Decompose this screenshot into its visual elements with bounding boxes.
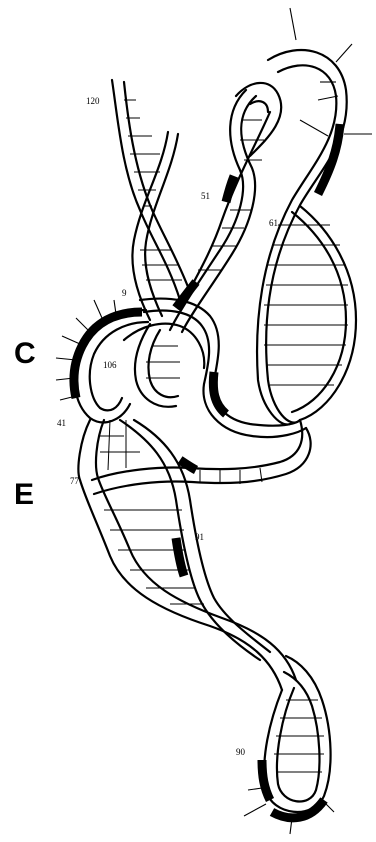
helix-91 — [78, 420, 310, 690]
helix-120 — [112, 80, 190, 320]
residue-label-61: 61 — [269, 218, 278, 228]
central-twist — [170, 83, 281, 332]
loop-C — [56, 300, 148, 422]
residue-label-106: 106 — [103, 360, 117, 370]
residue-label-41: 41 — [57, 418, 66, 428]
residue-label-9: 9 — [122, 288, 127, 298]
region-label-e: E — [14, 478, 34, 511]
residue-label-90: 90 — [236, 747, 246, 757]
junction-9-106 — [124, 299, 306, 438]
residue-label-120: 120 — [86, 96, 100, 106]
hairpin-90 — [244, 656, 334, 834]
residue-label-51: 51 — [201, 191, 210, 201]
residue-label-77: 77 — [70, 476, 80, 486]
helix-61 — [257, 8, 372, 425]
region-label-c: C — [14, 337, 36, 370]
residue-label-91: 91 — [195, 532, 204, 542]
